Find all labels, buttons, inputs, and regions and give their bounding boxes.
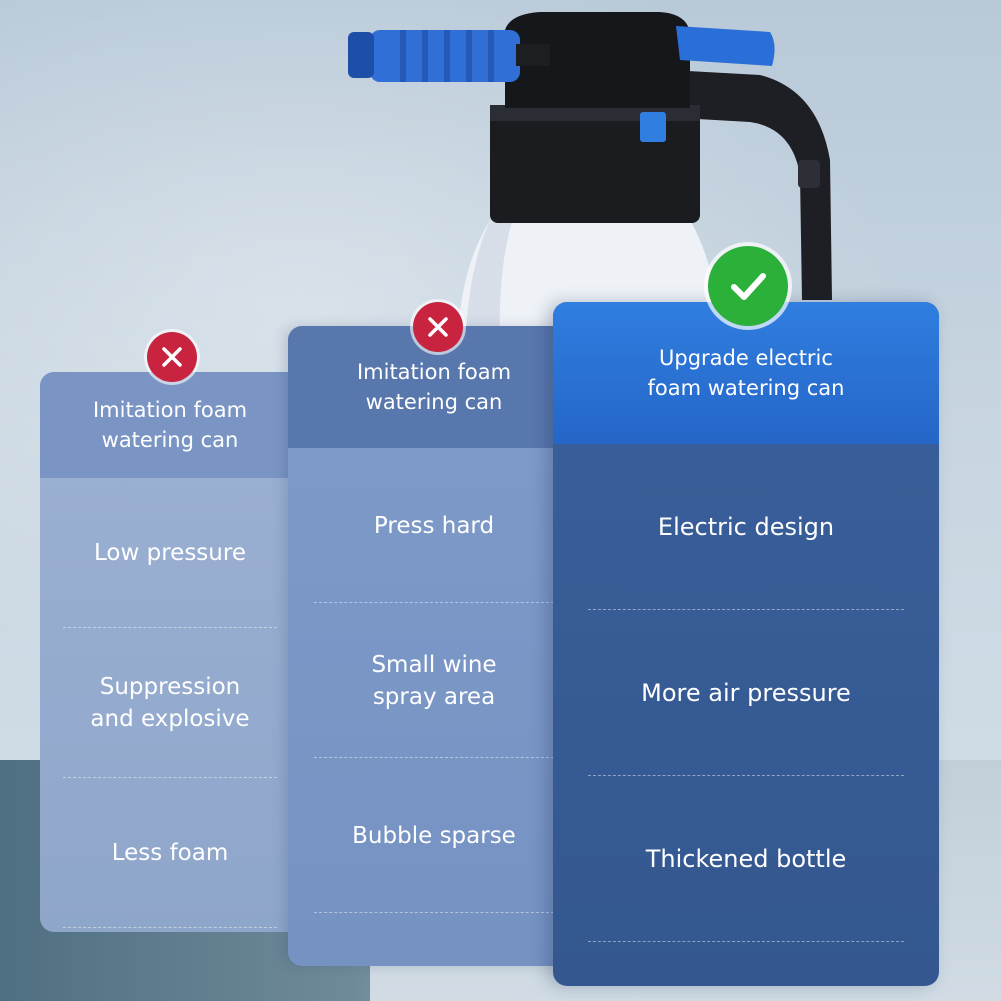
feature-row: Press hard [288,448,580,603]
column-header-label: Imitation foam watering can [356,360,512,414]
x-icon [413,302,463,352]
column-rows: Press hard Small wine spray area Bubble … [288,448,580,913]
feature-label: Press hard [373,512,495,539]
feature-row: More air pressure [553,610,939,776]
comparison-column-imitation-2: Imitation foam watering can Press hard S… [288,326,580,966]
feature-label: Low pressure [94,540,246,566]
feature-label: Less foam [111,840,229,866]
column-header: Imitation foam watering can [288,326,580,448]
check-icon [708,246,788,326]
feature-label: More air pressure [641,679,851,707]
feature-row: Bubble sparse [288,758,580,913]
column-header-label: Upgrade electric foam watering can [647,346,845,400]
comparison-column-imitation-1: Imitation foam watering can Low pressure… [40,372,300,932]
feature-label: Electric design [657,513,835,541]
feature-label: Suppression and explosive [90,674,250,732]
foam-sprayer-image [348,12,832,340]
x-icon [147,332,197,382]
feature-row: Small wine spray area [288,603,580,758]
column-header: Imitation foam watering can [40,372,300,478]
feature-row: Low pressure [40,478,300,628]
column-rows: Low pressure Suppression and explosive L… [40,478,300,928]
feature-label: Bubble sparse [352,822,516,849]
column-rows: Electric design More air pressure Thicke… [553,444,939,942]
feature-row: Electric design [553,444,939,610]
feature-label: Thickened bottle [645,845,847,873]
feature-label: Small wine spray area [371,651,497,710]
column-header-label: Imitation foam watering can [92,398,248,452]
comparison-column-upgrade: Upgrade electric foam watering can Elect… [553,302,939,986]
feature-row: Thickened bottle [553,776,939,942]
feature-row: Less foam [40,778,300,928]
feature-row: Suppression and explosive [40,628,300,778]
